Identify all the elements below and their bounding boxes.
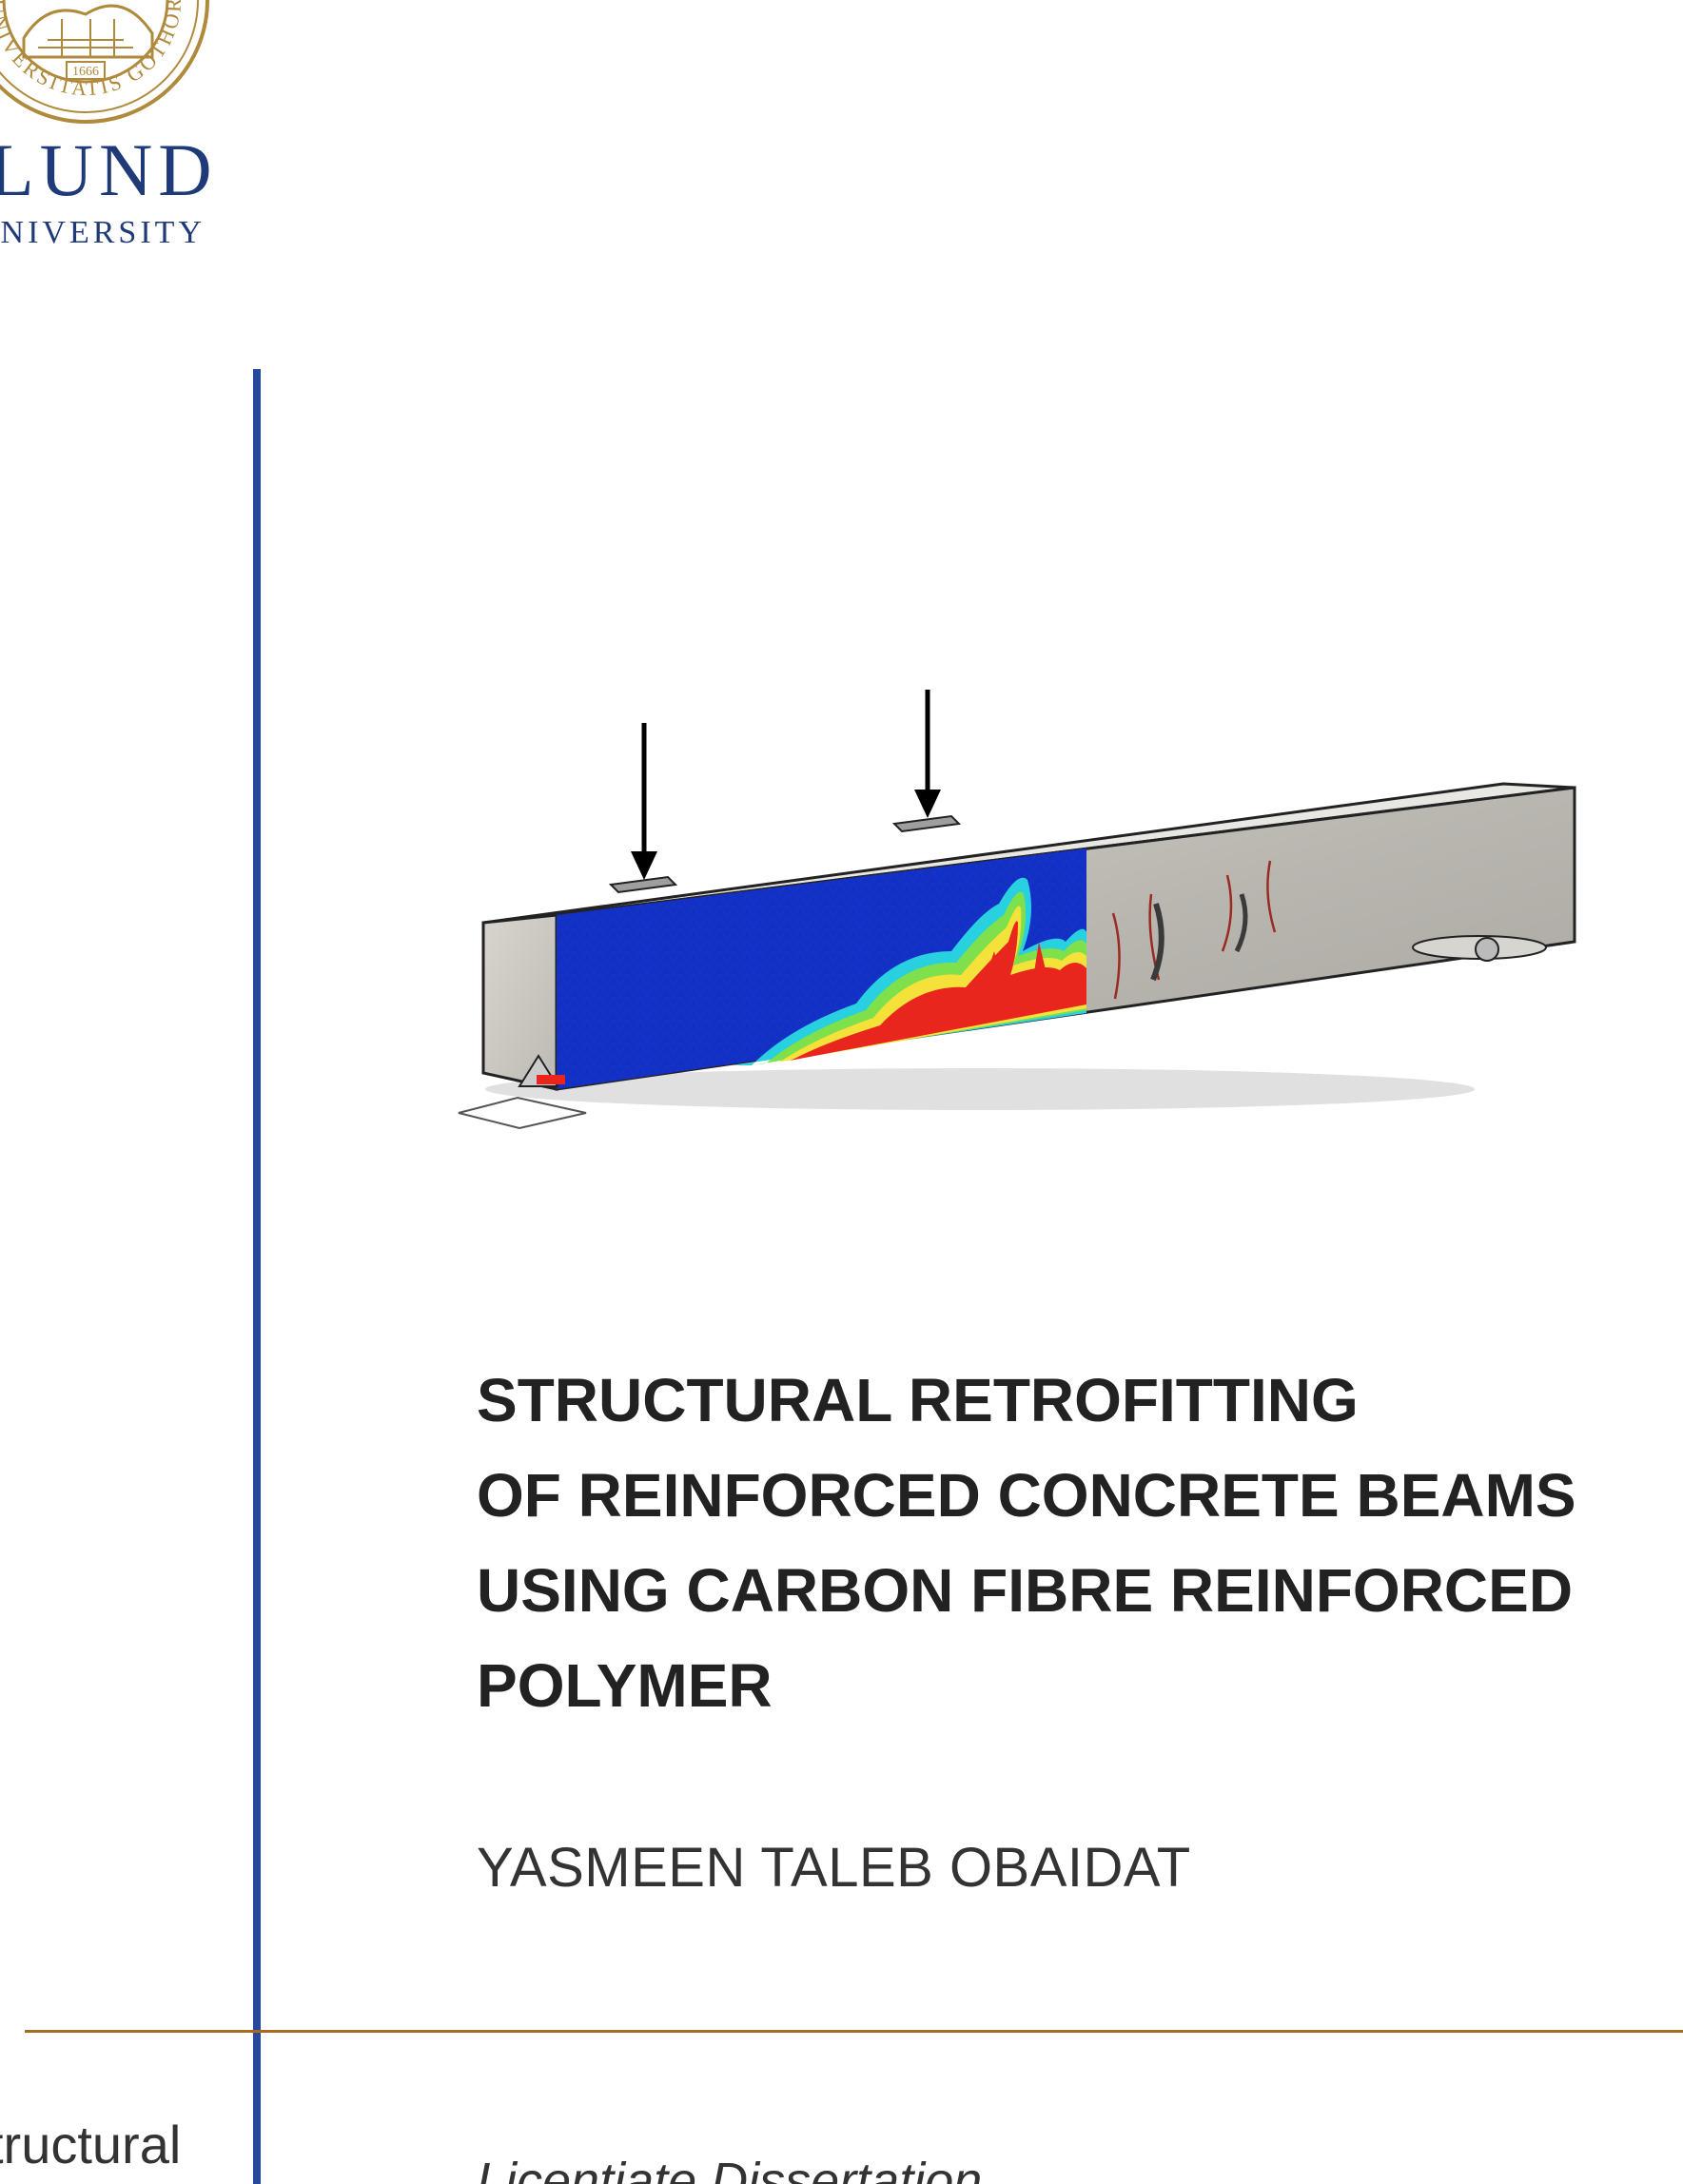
university-seal-logo: UNIVERSITATIS GOTHORUM 1666 bbox=[0, 0, 209, 124]
horizontal-rule bbox=[25, 2030, 1683, 2033]
author-name: YASMEEN TALEB OBAIDAT bbox=[477, 1837, 1191, 1899]
logo-subname: UNIVERSITY bbox=[0, 215, 205, 250]
beam-illustration bbox=[458, 690, 1576, 1130]
seal-year: 1666 bbox=[72, 65, 99, 79]
spine-text: tructural bbox=[0, 2115, 182, 2174]
logo-name: LUND bbox=[0, 128, 218, 211]
vertical-rule bbox=[253, 369, 261, 2184]
title-line-3: USING CARBON FIBRE REINFORCED bbox=[477, 1556, 1574, 1625]
dissertation-title: STRUCTURAL RETROFITTING OF REINFORCED CO… bbox=[477, 1353, 1675, 1733]
title-line-2: OF REINFORCED CONCRETE BEAMS bbox=[477, 1461, 1576, 1530]
dissertation-type: Licentiate Dissertation bbox=[477, 2153, 983, 2184]
title-line-1: STRUCTURAL RETROFITTING bbox=[477, 1366, 1359, 1434]
title-line-4: POLYMER bbox=[477, 1651, 773, 1720]
